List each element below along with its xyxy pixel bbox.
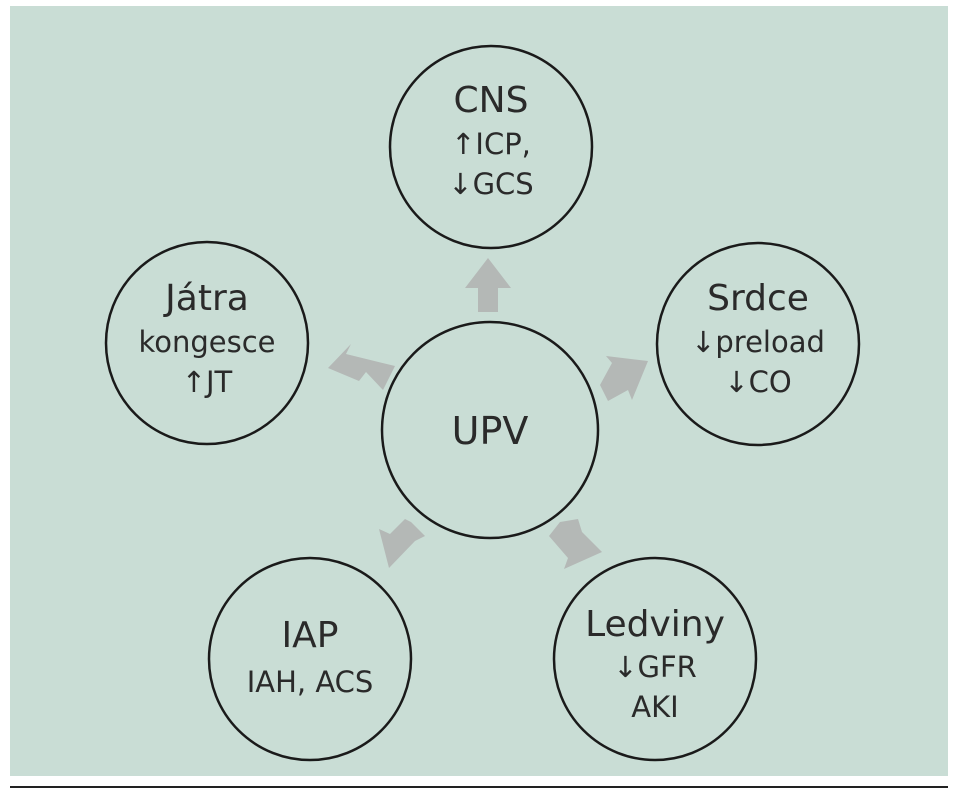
ledviny-line-1: ↓GFR xyxy=(613,650,697,684)
iap-line-1: IAH, ACS xyxy=(247,665,374,699)
srdce-title: Srdce xyxy=(707,278,809,319)
srdce-line-2: ↓CO xyxy=(724,365,791,399)
arrow-to-ledviny xyxy=(549,519,602,569)
arrow-to-cns xyxy=(465,258,511,312)
node-srdce-circle xyxy=(655,241,861,447)
srdce-line-1: ↓preload xyxy=(691,325,825,359)
jatra-line-2: ↑JT xyxy=(182,365,233,399)
circles xyxy=(104,44,861,762)
jatra-title: Játra xyxy=(163,278,249,319)
arrow-to-srdce xyxy=(600,356,648,401)
arrow-to-jatra xyxy=(328,344,395,390)
node-iap-circle xyxy=(207,556,413,762)
labels: UPV CNS ↑ICP, ↓GCS Játra kongesce ↑JT Sr… xyxy=(138,80,824,724)
arrow-to-iap xyxy=(379,519,425,568)
node-cns-circle xyxy=(388,44,594,250)
cns-line-1: ↑ICP, xyxy=(451,127,531,161)
iap-title: IAP xyxy=(282,615,339,656)
node-ledviny-circle xyxy=(552,556,758,762)
cns-line-2: ↓GCS xyxy=(448,167,533,201)
cns-title: CNS xyxy=(454,80,529,121)
ledviny-line-2: AKI xyxy=(631,690,678,724)
jatra-line-1: kongesce xyxy=(138,325,275,359)
node-center-circle xyxy=(380,320,600,540)
center-label: UPV xyxy=(452,409,529,453)
arrows xyxy=(328,258,648,569)
node-jatra-circle xyxy=(104,240,310,446)
bottom-rule xyxy=(10,786,948,788)
ledviny-title: Ledviny xyxy=(585,604,725,645)
